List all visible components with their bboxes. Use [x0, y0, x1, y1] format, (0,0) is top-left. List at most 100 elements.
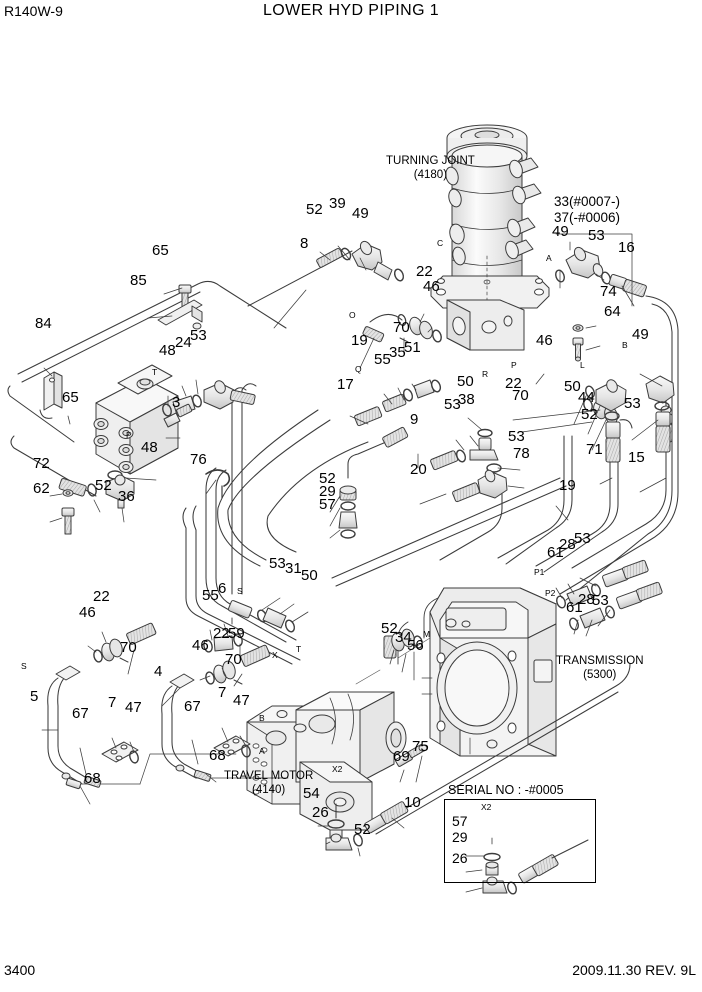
item-number-22-61: 22	[93, 588, 110, 605]
item-number-69-83: 69	[393, 748, 410, 765]
item-number-61-55: 61	[547, 544, 564, 561]
item-number-5-64: 5	[30, 688, 39, 705]
item-number-75-84: 75	[412, 738, 429, 755]
port-label-r-5: R	[482, 369, 489, 379]
item-number-52-41: 52	[581, 406, 598, 423]
port-label-p1-12: P1	[534, 567, 545, 577]
port-label-b-2: B	[622, 340, 628, 350]
item-number-74-31: 74	[600, 283, 617, 300]
item-number-10-85: 10	[404, 794, 421, 811]
item-number-29-50: 29	[319, 483, 336, 500]
transmission-body	[421, 587, 557, 757]
page-title: LOWER HYD PIPING 1	[262, 2, 440, 19]
item-number-51-24: 51	[404, 339, 421, 356]
item-number-55-22: 55	[374, 351, 391, 368]
item-number-50-54: 50	[301, 567, 318, 584]
item-number-68-68: 68	[84, 770, 101, 787]
item-number-4-75: 4	[154, 663, 163, 680]
item-number-46-73: 46	[192, 637, 209, 654]
item-number-59-72: 59	[228, 625, 245, 642]
port-label-l-7: L	[580, 360, 585, 370]
item-number-15-44: 15	[628, 449, 645, 466]
item-number-49-28: 49	[552, 223, 569, 240]
item-number-70-38: 70	[512, 387, 529, 404]
item-number-76-17: 76	[190, 451, 207, 468]
item-number-39-1: 39	[329, 195, 346, 212]
item-number-26-87: 26	[312, 804, 329, 821]
item-number-52-0: 52	[306, 201, 323, 218]
item-number-65-4: 65	[152, 242, 169, 259]
item-number-52-88: 52	[354, 821, 371, 838]
item-number-78-46: 78	[513, 445, 530, 462]
serial-item-26-2: 26	[452, 850, 468, 866]
port-label-t-16: T	[296, 644, 302, 654]
item-number-53-10: 53	[190, 327, 207, 344]
port-label-a-18: A	[259, 746, 265, 756]
item-number-50-39: 50	[564, 378, 581, 395]
port-label-q-4: Q	[355, 364, 362, 374]
item-number-56-82: 56	[407, 637, 424, 654]
port-label-s-10: S	[237, 586, 243, 596]
port-label-o-3: O	[349, 310, 356, 320]
serial-inset-art	[482, 837, 589, 895]
port-label-t-8: T	[152, 367, 158, 377]
revision-date: 2009.11.30 REV. 9L	[572, 962, 696, 978]
port-label-x-15: X	[272, 650, 278, 660]
item-number-53-60: 53	[592, 592, 609, 609]
item-number-35-23: 35	[389, 344, 406, 361]
item-number-52-15: 52	[95, 477, 112, 494]
item-number-36-16: 36	[118, 488, 135, 505]
item-number-85-5: 85	[130, 272, 147, 289]
item-number-7-66: 7	[108, 694, 117, 711]
item-number-22-18: 22	[416, 263, 433, 280]
item-number-70-63: 70	[120, 639, 137, 656]
serial-inset-box	[444, 799, 596, 883]
caption-transmission: TRANSMISSION(5300)	[556, 655, 644, 681]
item-number-8-3: 8	[300, 235, 309, 252]
item-number-49-33: 49	[632, 326, 649, 343]
item-number-44-40: 44	[578, 389, 595, 406]
item-number-46-27: 46	[536, 332, 553, 349]
item-number-34-81: 34	[395, 629, 412, 646]
serial-inset-title: SERIAL NO : -#0005	[448, 783, 564, 797]
item-number-53-52: 53	[269, 555, 286, 572]
caption-travel-motor: TRAVEL MOTOR(4140)	[224, 770, 314, 796]
item-number-70-20: 70	[393, 319, 410, 336]
port-label-b-17: B	[259, 713, 265, 723]
port-label-p-6: P	[511, 360, 517, 370]
model-number: R140W-9	[4, 3, 63, 19]
port-label-s-11: S	[21, 661, 27, 671]
item-number-19-21: 19	[351, 332, 368, 349]
item-number-46-62: 46	[79, 604, 96, 621]
item-number-49-2: 49	[352, 205, 369, 222]
turning-joint-body	[430, 124, 550, 351]
item-number-47-78: 47	[233, 692, 250, 709]
item-number-46-19: 46	[423, 278, 440, 295]
item-number-68-79: 68	[209, 747, 226, 764]
item-number-48-12: 48	[141, 439, 158, 456]
item-number-3-11: 3	[172, 394, 181, 411]
serial-item-29-1: 29	[452, 829, 468, 845]
item-number-71-43: 71	[586, 441, 603, 458]
item-number-50-34: 50	[457, 373, 474, 390]
item-number-7-77: 7	[218, 684, 227, 701]
item-number-55-69: 55	[202, 587, 219, 604]
item-number-53-45: 53	[508, 428, 525, 445]
item-number-53-35: 53	[444, 396, 461, 413]
item-number-17-25: 17	[337, 376, 354, 393]
item-number-67-65: 67	[72, 705, 89, 722]
item-number-19-48: 19	[559, 477, 576, 494]
item-number-28-59: 28	[578, 591, 595, 608]
port-label-p2-13: P2	[545, 588, 556, 598]
item-number-20-47: 20	[410, 461, 427, 478]
port-label-x2-19: X2	[332, 764, 343, 774]
serial-item-57-0: 57	[452, 813, 468, 829]
item-number-53-29: 53	[588, 227, 605, 244]
item-number-62-14: 62	[33, 480, 50, 497]
item-number-67-76: 67	[184, 698, 201, 715]
item-number-9-26: 9	[410, 411, 419, 428]
item-number-48-8: 48	[159, 342, 176, 359]
variant-callout: 33(#0007-)37(-#0006)	[554, 194, 621, 226]
item-number-47-67: 47	[125, 699, 142, 716]
